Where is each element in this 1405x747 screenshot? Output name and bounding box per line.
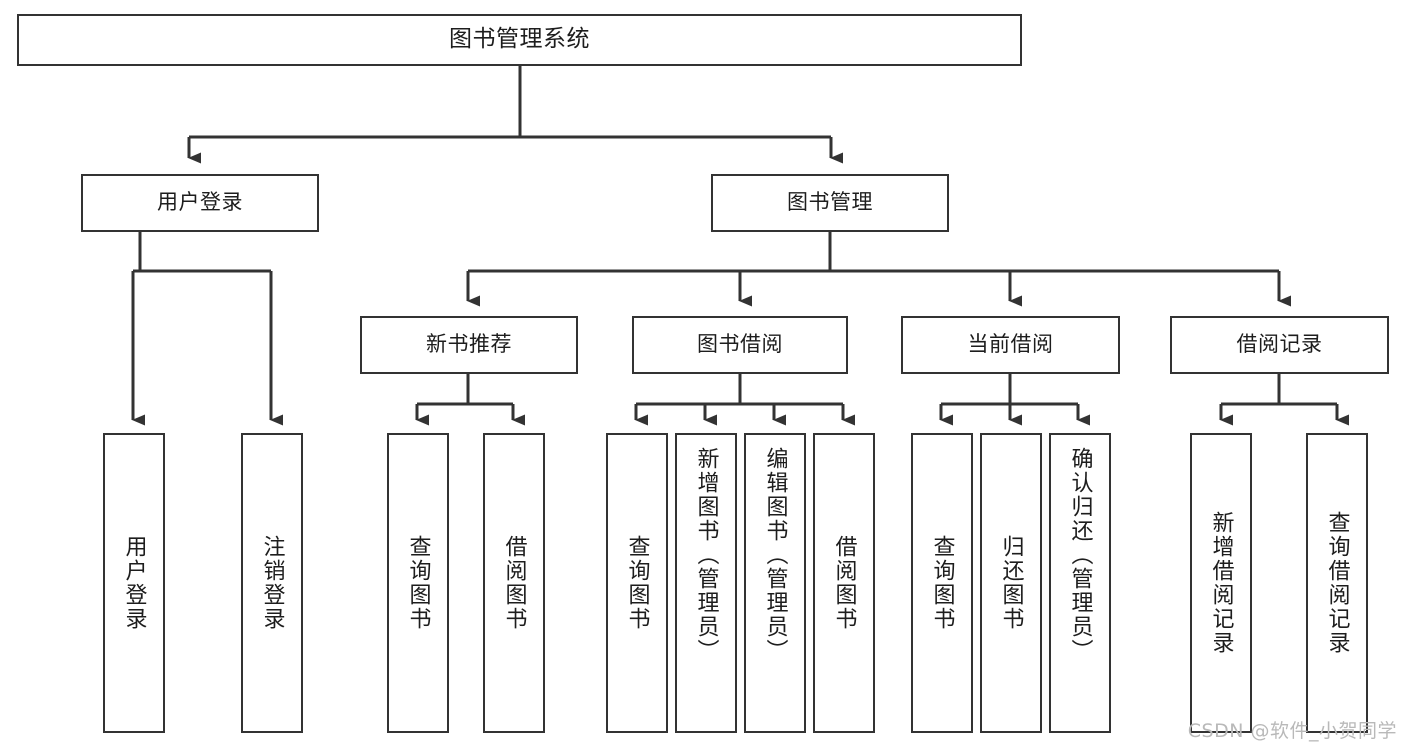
node-label: 借阅记录 — [1236, 332, 1323, 357]
node-label: 用户登录 — [157, 190, 243, 215]
node-label: 归还图书 — [998, 535, 1024, 631]
node-book-borrow[interactable]: 图书借阅 — [632, 316, 848, 374]
node-label: 借阅图书 — [501, 535, 527, 631]
node-label: 新增图书（管理员） — [693, 447, 719, 663]
node-label: 查询图书 — [405, 535, 431, 631]
node-current-borrow[interactable]: 当前借阅 — [901, 316, 1120, 374]
leaf-add-borrow-record[interactable]: 新增借阅记录 — [1190, 433, 1252, 733]
node-label: 图书管理系统 — [449, 26, 590, 53]
node-label: 新书推荐 — [426, 332, 512, 357]
node-label: 查询图书 — [929, 535, 955, 631]
leaf-borrow-book[interactable]: 借阅图书 — [813, 433, 875, 733]
node-new-book-recommend[interactable]: 新书推荐 — [360, 316, 578, 374]
node-label: 查询借阅记录 — [1324, 511, 1350, 655]
leaf-logout[interactable]: 注销登录 — [241, 433, 303, 733]
node-label: 编辑图书（管理员） — [762, 447, 788, 663]
node-label: 图书借阅 — [697, 332, 783, 357]
leaf-user-login[interactable]: 用户登录 — [103, 433, 165, 733]
node-book-management[interactable]: 图书管理 — [711, 174, 949, 232]
node-user-login[interactable]: 用户登录 — [81, 174, 319, 232]
node-borrow-record[interactable]: 借阅记录 — [1170, 316, 1389, 374]
node-label: 新增借阅记录 — [1208, 511, 1234, 655]
leaf-query-book-recommend[interactable]: 查询图书 — [387, 433, 449, 733]
leaf-confirm-return-admin[interactable]: 确认归还（管理员） — [1049, 433, 1111, 733]
leaf-edit-book-admin[interactable]: 编辑图书（管理员） — [744, 433, 806, 733]
leaf-return-book[interactable]: 归还图书 — [980, 433, 1042, 733]
node-label: 图书管理 — [787, 190, 873, 215]
node-label: 注销登录 — [259, 535, 285, 631]
node-label: 用户登录 — [121, 535, 147, 631]
node-label: 查询图书 — [624, 535, 650, 631]
leaf-borrow-book-recommend[interactable]: 借阅图书 — [483, 433, 545, 733]
node-label: 确认归还（管理员） — [1067, 447, 1093, 663]
node-label: 当前借阅 — [967, 332, 1054, 357]
leaf-add-book-admin[interactable]: 新增图书（管理员） — [675, 433, 737, 733]
leaf-query-book-current[interactable]: 查询图书 — [911, 433, 973, 733]
watermark: CSDN @软件_小贺同学 — [1187, 720, 1397, 742]
node-root[interactable]: 图书管理系统 — [17, 14, 1022, 66]
leaf-query-borrow-record[interactable]: 查询借阅记录 — [1306, 433, 1368, 733]
leaf-query-book-borrow[interactable]: 查询图书 — [606, 433, 668, 733]
node-label: 借阅图书 — [831, 535, 857, 631]
